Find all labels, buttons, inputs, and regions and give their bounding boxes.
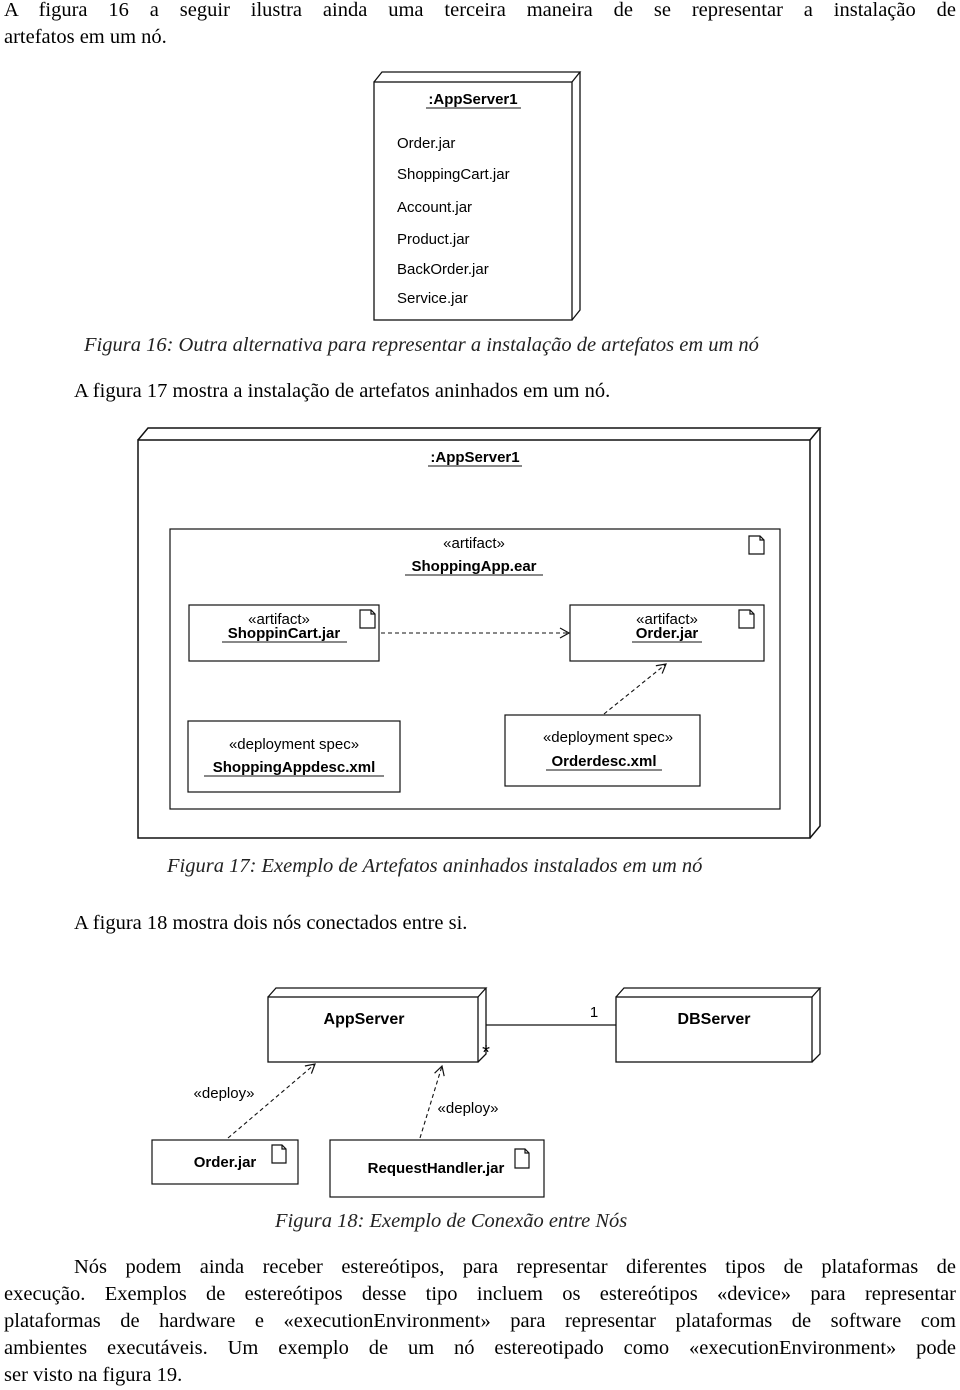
artifact-order-name: Order.jar bbox=[636, 625, 699, 642]
node-name: :AppServer1 bbox=[430, 449, 519, 466]
figure-17-diagram: :AppServer1 «artifact» ShoppingApp.ear «… bbox=[137, 427, 822, 839]
figure-18-caption: Figura 18: Exemplo de Conexão entre Nós bbox=[275, 1210, 628, 1232]
dbserver-node bbox=[615, 987, 822, 1063]
intro-line-2: artefatos em um nó. bbox=[4, 26, 167, 48]
artifact-icon bbox=[514, 1148, 530, 1169]
multiplicity-many: * bbox=[482, 1042, 490, 1064]
node-side-face bbox=[571, 72, 581, 321]
final-paragraph: Nós podem ainda receber estereótipos, pa… bbox=[4, 1254, 956, 1389]
deploy-label-right: «deploy» bbox=[438, 1100, 499, 1117]
appserver-node bbox=[267, 987, 488, 1063]
deployment-spec-order-stereotype: «deployment spec» bbox=[543, 729, 673, 746]
deployment-spec-shopping-name: ShoppingAppdesc.xml bbox=[213, 759, 376, 776]
artifact-item: BackOrder.jar bbox=[397, 261, 489, 278]
paragraph-figure-17: A figura 17 mostra a instalação de artef… bbox=[74, 380, 611, 402]
final-line-5: ser visto na figura 19. bbox=[4, 1364, 183, 1386]
deploy-dependency-arrow bbox=[419, 1064, 445, 1139]
artifact-request-handler-box bbox=[329, 1139, 545, 1198]
artifact-order-box bbox=[569, 604, 765, 662]
dependency-arrow bbox=[603, 663, 667, 715]
artifact-icon bbox=[748, 535, 765, 555]
figure-17-caption: Figura 17: Exemplo de Artefatos aninhado… bbox=[167, 855, 703, 877]
artifact-request-handler-name: RequestHandler.jar bbox=[368, 1160, 505, 1177]
artifact-item: Account.jar bbox=[397, 199, 472, 216]
deploy-label-left: «deploy» bbox=[194, 1085, 255, 1102]
node-front-face bbox=[373, 81, 573, 321]
deployment-spec-shopping-stereotype: «deployment spec» bbox=[229, 736, 359, 753]
figure-18-diagram: AppServer DBServer 1 * Order.jar Request… bbox=[151, 987, 822, 1198]
final-line-3: plataformas de hardware e «executionEnvi… bbox=[4, 1310, 956, 1332]
artifact-shoppincart-name: ShoppinCart.jar bbox=[228, 625, 341, 642]
artifact-shoppincart-stereotype: «artifact» bbox=[248, 611, 310, 628]
deployment-spec-shopping-box bbox=[187, 720, 401, 793]
node-top-face bbox=[137, 427, 822, 441]
artifact-icon bbox=[271, 1144, 287, 1164]
deployment-spec-order-name: Orderdesc.xml bbox=[551, 753, 656, 770]
artifact-item: Order.jar bbox=[397, 135, 455, 152]
node-top-face bbox=[373, 71, 582, 83]
artifact-icon bbox=[359, 609, 376, 629]
artifact-item: Product.jar bbox=[397, 231, 470, 248]
artifact-item: ShoppingCart.jar bbox=[397, 166, 510, 183]
node-name: :AppServer1 bbox=[428, 91, 517, 108]
final-line-4: ambientes executáveis. Um exemplo de um … bbox=[4, 1337, 956, 1359]
multiplicity-one: 1 bbox=[590, 1004, 598, 1021]
intro-line-1: A figura 16 a seguir ilustra ainda uma t… bbox=[4, 0, 956, 21]
dbserver-name: DBServer bbox=[678, 1011, 751, 1028]
appserver-name: AppServer bbox=[324, 1011, 405, 1028]
figure-16-diagram: :AppServer1 Order.jar ShoppingCart.jar A… bbox=[373, 71, 582, 321]
final-line-1: Nós podem ainda receber estereótipos, pa… bbox=[74, 1256, 956, 1278]
final-line-2: execução. Exemplos de estereótipos desse… bbox=[4, 1283, 956, 1305]
artifact-order-jar-box bbox=[151, 1139, 299, 1185]
artifact-icon bbox=[738, 609, 755, 629]
artifact-order-jar-name: Order.jar bbox=[194, 1154, 257, 1171]
artifact-ear-stereotype: «artifact» bbox=[443, 535, 505, 552]
artifact-shoppincart-box bbox=[188, 604, 380, 662]
figure-16-caption: Figura 16: Outra alternativa para repres… bbox=[84, 334, 759, 356]
node-side-face bbox=[809, 428, 821, 839]
paragraph-figure-18: A figura 18 mostra dois nós conectados e… bbox=[74, 912, 468, 934]
artifact-ear-name: ShoppingApp.ear bbox=[412, 558, 537, 575]
deployment-spec-order-box bbox=[504, 714, 701, 787]
artifact-order-stereotype: «artifact» bbox=[636, 611, 698, 628]
intro-paragraph: A figura 16 a seguir ilustra ainda uma t… bbox=[4, 0, 956, 51]
artifact-item: Service.jar bbox=[397, 290, 468, 307]
deploy-dependency-arrow bbox=[227, 1063, 316, 1139]
